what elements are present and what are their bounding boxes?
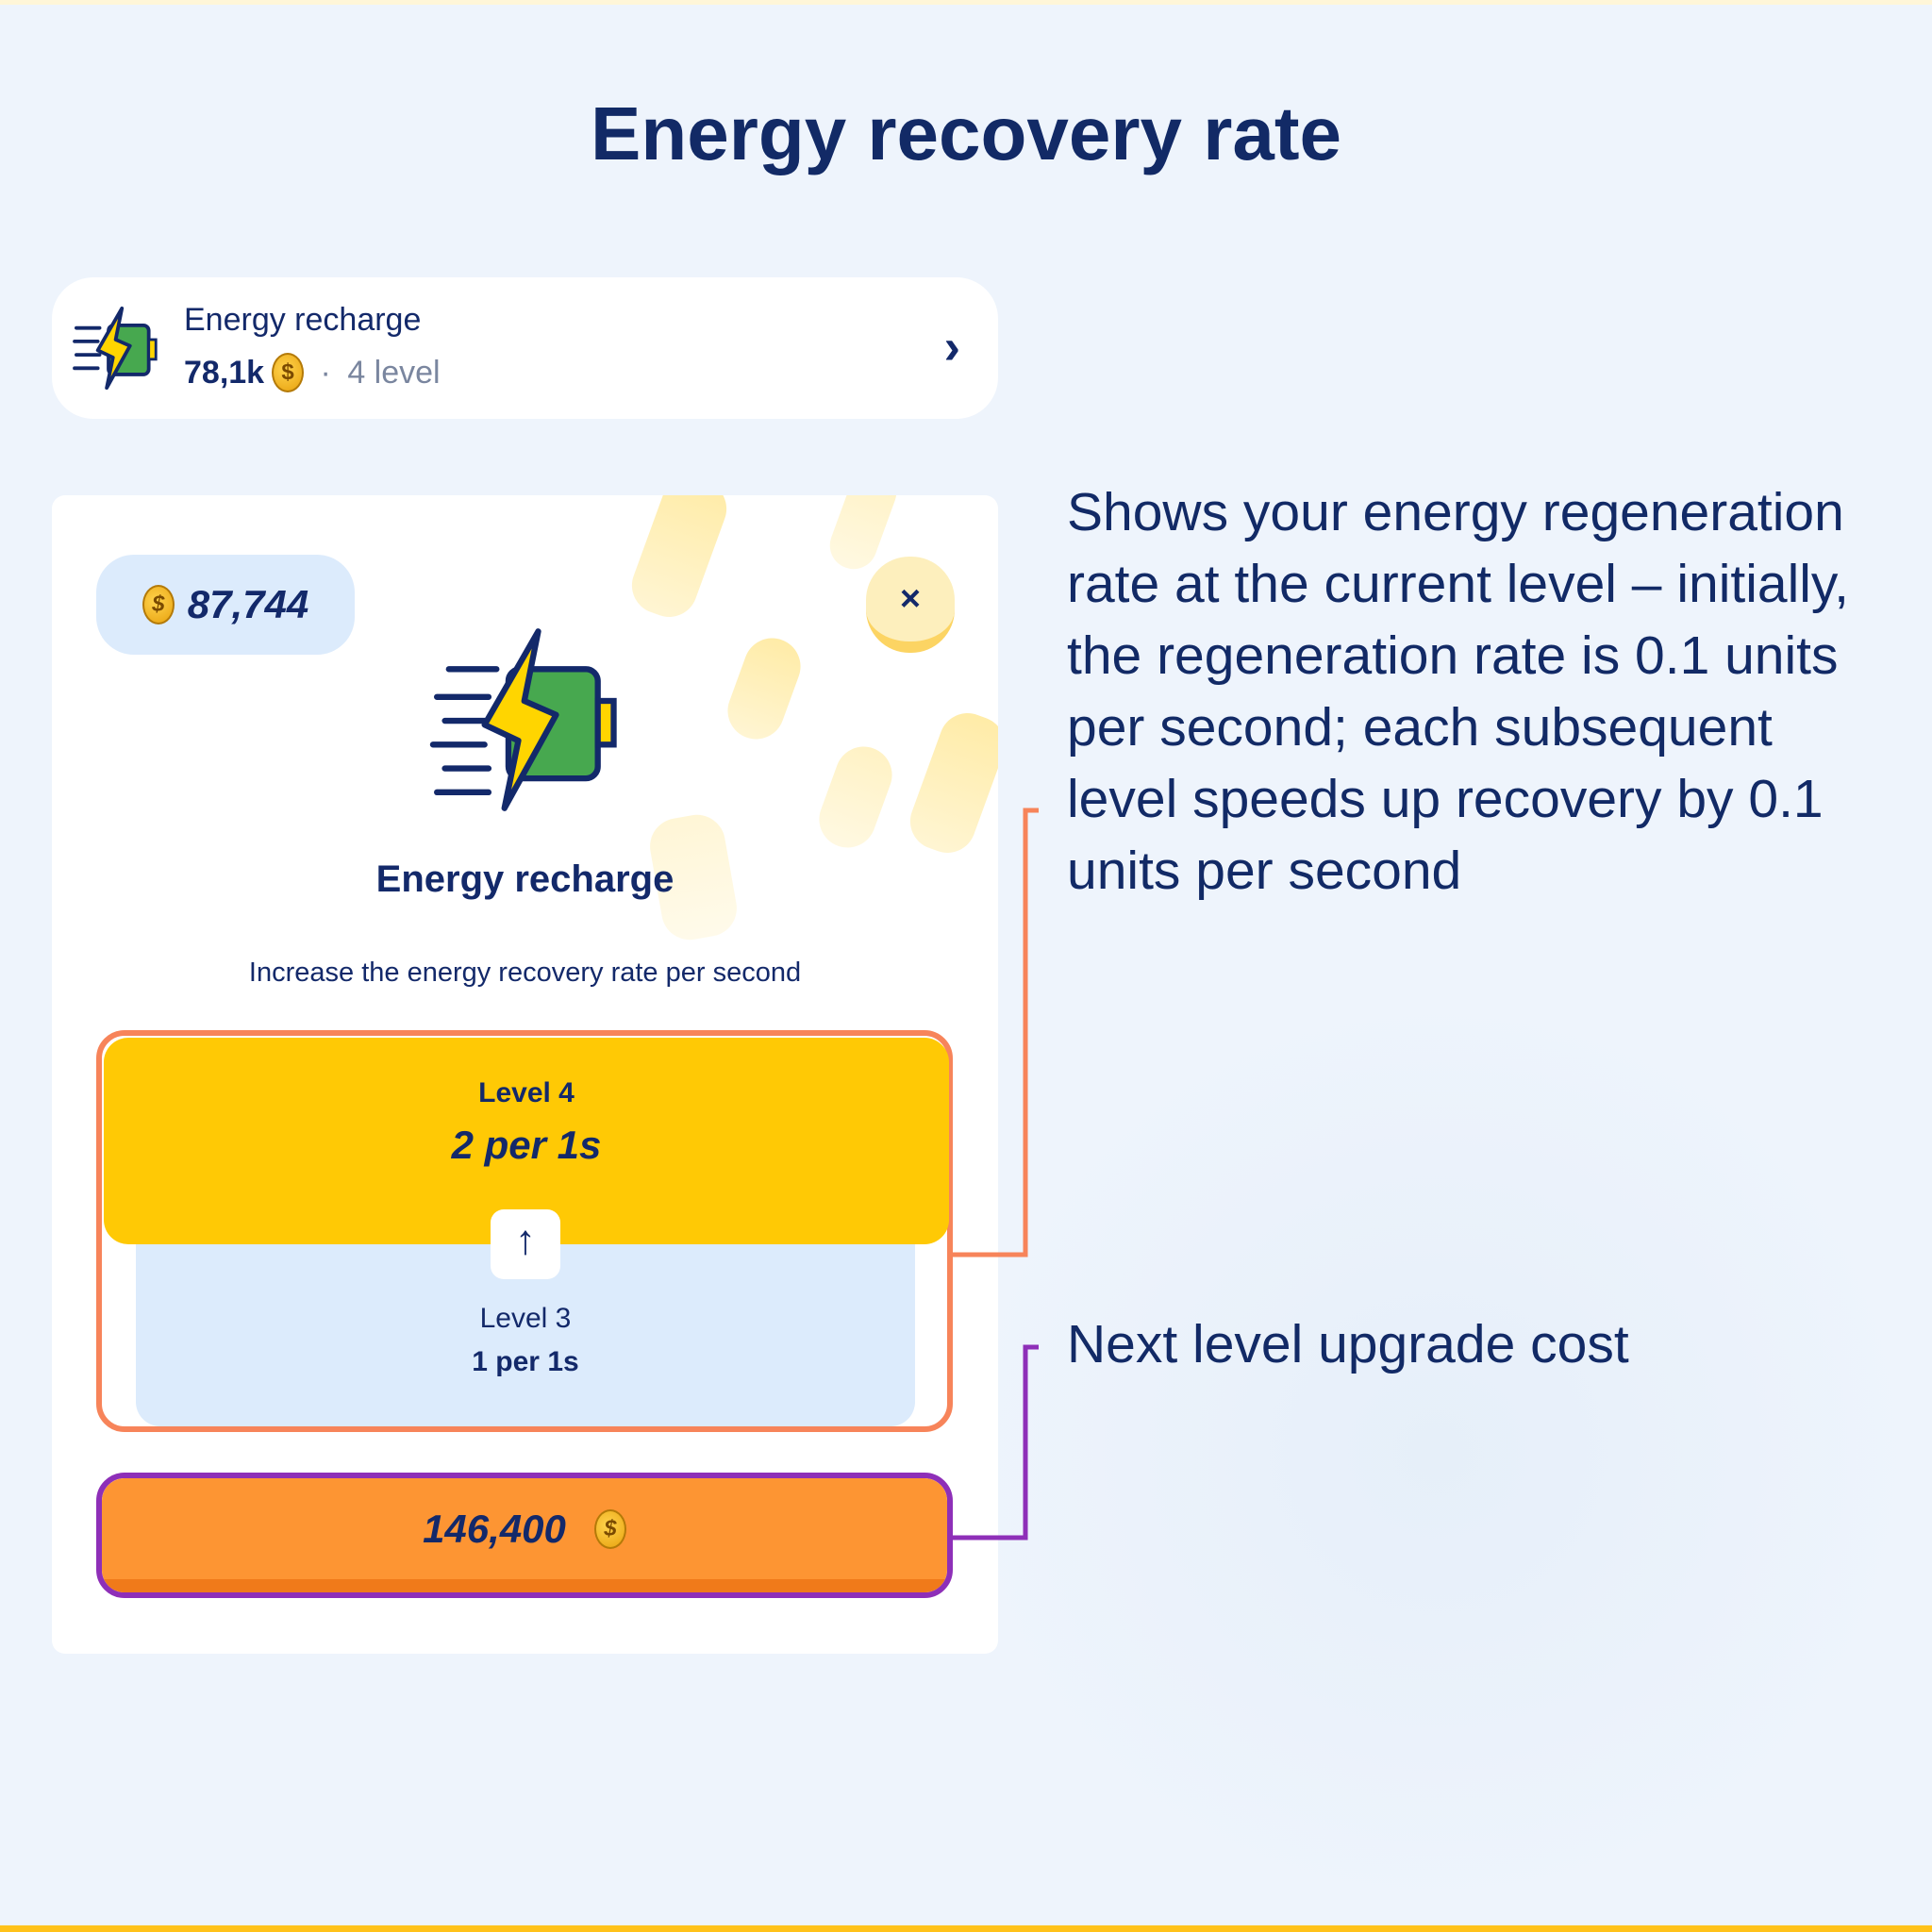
- top-strip: [0, 0, 1932, 5]
- background-glow: [943, 981, 1932, 1924]
- booster-level: 4 level: [347, 354, 441, 391]
- chevron-right-icon[interactable]: ›: [943, 320, 960, 375]
- booster-card-energy-recharge[interactable]: Energy recharge 78,1k $ · 4 level ›: [52, 277, 998, 419]
- cost-highlight-outline: 146,400 $: [96, 1473, 953, 1598]
- arrow-up-icon: ↑: [491, 1209, 560, 1279]
- upgrade-cost: 146,400: [423, 1506, 566, 1551]
- booster-meta: 78,1k $ · 4 level: [184, 353, 441, 392]
- upgrade-button[interactable]: 146,400 $: [102, 1478, 947, 1592]
- separator-dot: ·: [311, 354, 341, 391]
- bottom-strip: [0, 1925, 1932, 1932]
- next-level-rate: 2 per 1s: [451, 1123, 602, 1167]
- cost-connector: [953, 1344, 1039, 1541]
- booster-name: Energy recharge: [184, 302, 422, 338]
- next-level-panel: Level 4 2 per 1s: [104, 1038, 949, 1244]
- upgrade-modal: $ 87,744 × Energy recharge Increase the …: [52, 495, 998, 1654]
- modal-description: Increase the energy recovery rate per se…: [248, 958, 802, 988]
- current-level-rate: 1 per 1s: [472, 1346, 579, 1377]
- page-title: Energy recovery rate: [590, 92, 1341, 175]
- cost-annotation: Next level upgrade cost: [1067, 1314, 1629, 1374]
- coin-icon: $: [593, 1508, 626, 1549]
- close-button[interactable]: ×: [866, 557, 955, 653]
- rate-connector: [953, 808, 1039, 1257]
- balance-pill: $ 87,744: [96, 555, 355, 655]
- battery-lightning-icon: [73, 306, 158, 391]
- battery-lightning-icon: [429, 628, 617, 811]
- coin-icon: $: [272, 353, 305, 392]
- rate-annotation: Shows your energy regeneration rate at t…: [1067, 482, 1850, 901]
- next-level-label: Level 4: [478, 1077, 575, 1108]
- rate-highlight-outline: [96, 1030, 953, 1432]
- booster-cost: 78,1k: [184, 354, 265, 391]
- current-level-label: Level 3: [479, 1303, 572, 1334]
- coin-icon: $: [142, 585, 175, 625]
- balance-value: 87,744: [187, 582, 309, 626]
- modal-heading: Energy recharge: [375, 858, 675, 900]
